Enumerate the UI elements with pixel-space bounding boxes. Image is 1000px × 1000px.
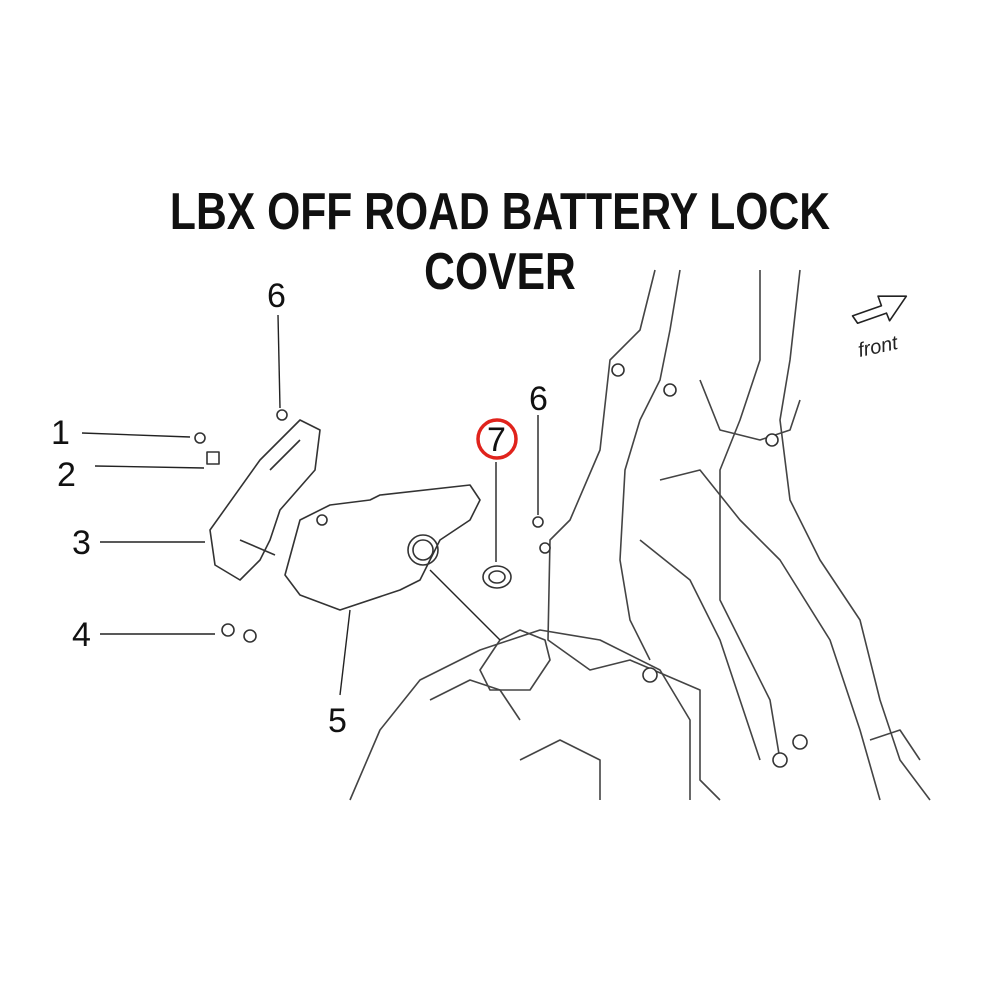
callout-7: 7 [487,421,506,459]
front-arrow-icon [851,295,908,325]
frame-bolts [539,363,808,768]
part-3-bracket [209,419,321,581]
diagram-title: LBX OFF ROAD BATTERY LOCK COVER [169,183,831,301]
fasteners [194,409,544,643]
callout-1: 1 [51,414,70,452]
leader-lines [81,314,539,696]
highlight-circle [476,418,518,460]
callout-5: 5 [328,702,347,740]
callout-3: 3 [72,524,91,562]
callout-2: 2 [57,456,76,494]
callout-6-right: 6 [529,380,548,418]
part-7-ring [482,565,512,589]
callout-4: 4 [72,616,91,654]
part-5-cover [284,484,481,611]
bike-frame [349,269,931,801]
callout-6-left: 6 [267,277,286,315]
